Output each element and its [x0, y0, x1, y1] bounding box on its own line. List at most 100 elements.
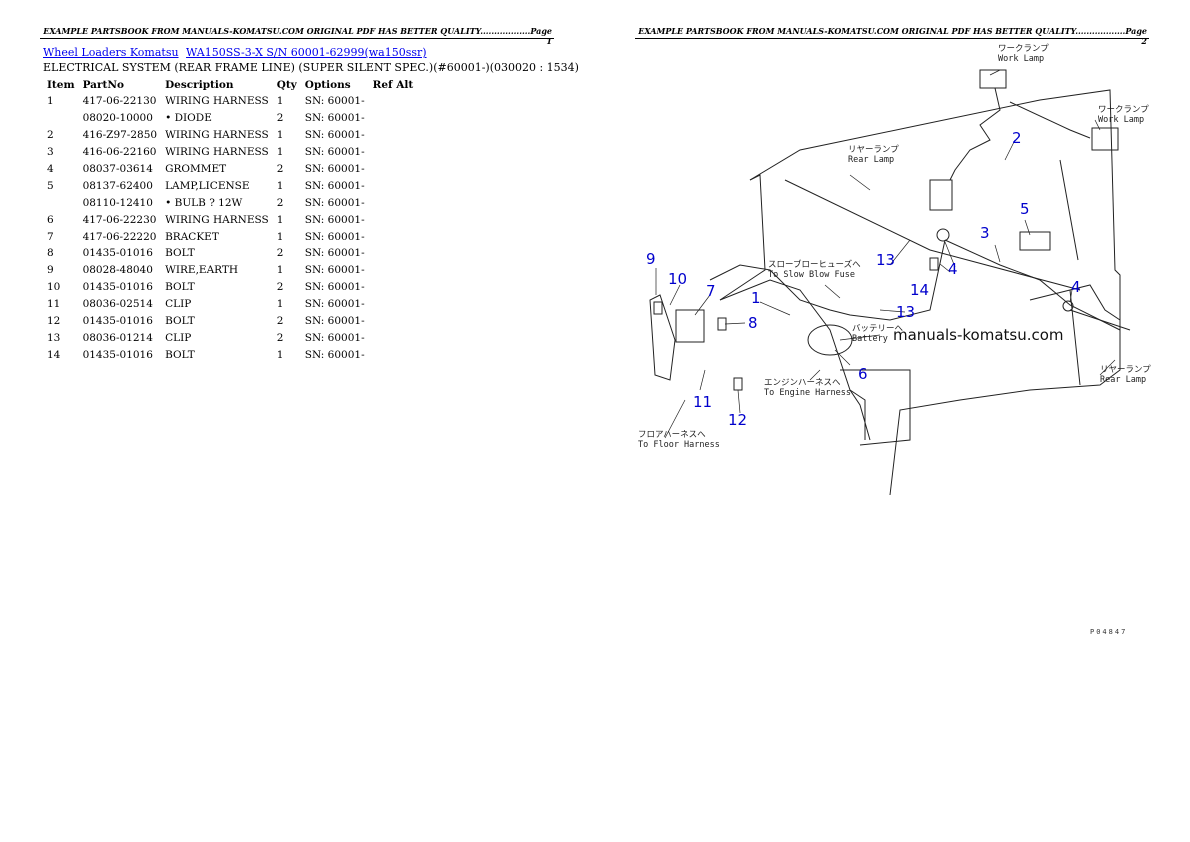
cell-qty: 1 [276, 129, 284, 142]
parts-diagram [649, 69, 1131, 496]
cell-description: CLIP [165, 298, 192, 311]
cell-item: 8 [47, 247, 54, 260]
cell-item [43, 194, 79, 211]
cell-qty: 2 [276, 112, 284, 125]
callout-1: 1 [751, 289, 761, 307]
col-item: Item [47, 79, 75, 91]
page-2: EXAMPLE PARTSBOOK FROM MANUALS-KOMATSU.C… [595, 0, 1190, 842]
cell-description: • DIODE [165, 112, 212, 125]
cell-ref-alt [369, 127, 418, 144]
callout-5: 5 [1020, 200, 1030, 218]
label-arrows [664, 69, 1116, 439]
callout-3: 3 [980, 224, 990, 242]
cell-qty: 2 [276, 315, 284, 328]
cell-partno: 08137-62400 [82, 179, 153, 192]
callout-4a: 4 [948, 260, 958, 278]
cell-ref-alt [369, 329, 418, 346]
harness-1 [709, 239, 946, 321]
cell-item: 13 [47, 331, 61, 344]
grommet-4-b [1062, 300, 1074, 312]
cell-item: 6 [47, 213, 54, 226]
col-ref-alt: Ref Alt [372, 79, 414, 91]
breadcrumb-link-category[interactable]: Wheel Loaders Komatsu [43, 46, 179, 59]
bracket-7 [675, 309, 705, 343]
cell-ref-alt [369, 245, 418, 262]
cell-qty: 1 [276, 230, 284, 243]
cell-options: SN: 60001- [304, 315, 365, 328]
cell-item: 10 [47, 281, 61, 294]
col-partno: PartNo [82, 79, 124, 91]
license-lamp-5 [1019, 231, 1051, 251]
cell-partno: 417-06-22230 [82, 213, 157, 226]
cell-partno: 416-Z97-2850 [82, 129, 158, 142]
callout-4b: 4 [1071, 278, 1081, 296]
bolt-10 [653, 301, 663, 315]
harness-3 [944, 239, 1121, 331]
callout-7: 7 [706, 282, 716, 300]
cell-options: SN: 60001- [304, 247, 365, 260]
breadcrumb-link-model[interactable]: WA150SS-3-X S/N 60001-62999(wa150ssr) [186, 46, 427, 59]
cell-qty: 1 [276, 95, 284, 108]
frame-inner-lines [1059, 159, 1081, 386]
cell-options: SN: 60001- [304, 331, 365, 344]
grommet-4-a [936, 228, 950, 242]
cell-partno: 08036-02514 [82, 298, 153, 311]
cell-item [43, 110, 79, 127]
cell-options: SN: 60001- [304, 213, 365, 226]
watermark: manuals-komatsu.com [893, 326, 1064, 344]
cell-options: SN: 60001- [304, 264, 365, 277]
frame-outline [749, 89, 1121, 496]
cell-item: 7 [47, 230, 54, 243]
cell-description: CLIP [165, 331, 192, 344]
cell-partno: 08037-03614 [82, 163, 153, 175]
cell-description: BOLT [165, 247, 195, 260]
cell-description: WIRING HARNESS [165, 213, 269, 226]
cell-qty: 1 [276, 213, 284, 226]
cell-partno: 08020-10000 [82, 112, 153, 125]
earth-wire-9 [649, 294, 676, 381]
cell-description: BRACKET [165, 230, 219, 243]
cell-qty: 1 [276, 298, 284, 311]
cell-qty: 1 [276, 348, 284, 361]
rear-lamp-bracket [929, 179, 953, 211]
cell-qty: 1 [276, 179, 284, 192]
bolt-14 [929, 257, 939, 271]
leader-lines [655, 139, 1073, 414]
cell-ref-alt [369, 93, 418, 110]
cell-description: WIRE,EARTH [165, 264, 239, 277]
figure-code: P04847 [1090, 628, 1128, 636]
cell-options: SN: 60001- [304, 196, 365, 209]
harness-6-loop [807, 324, 853, 356]
page-1: EXAMPLE PARTSBOOK FROM MANUALS-KOMATSU.C… [40, 26, 579, 363]
cell-description: GROMMET [165, 163, 227, 175]
cell-ref-alt [369, 262, 418, 279]
cell-item: 5 [47, 179, 54, 192]
cell-qty: 2 [276, 163, 284, 175]
cell-qty: 2 [276, 247, 284, 260]
cell-ref-alt [369, 110, 418, 127]
page-1-header: EXAMPLE PARTSBOOK FROM MANUALS-KOMATSU.C… [40, 26, 554, 46]
cell-options: SN: 60001- [304, 163, 365, 175]
callout-11: 11 [693, 393, 713, 411]
callout-12: 12 [728, 411, 748, 429]
cell-item: 12 [47, 315, 61, 328]
harness-2 [949, 87, 1091, 181]
cell-options: SN: 60001- [304, 281, 365, 294]
parts-table: Item PartNo Description Qty Options Ref … [43, 77, 417, 363]
callout-6: 6 [858, 365, 868, 383]
